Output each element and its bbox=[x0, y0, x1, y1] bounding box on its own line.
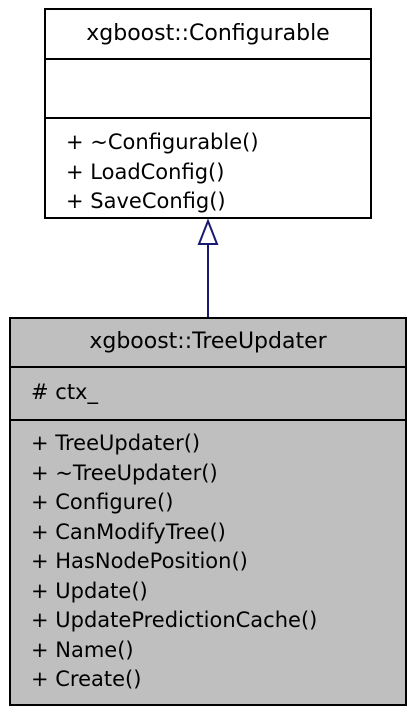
operation-item: + ~TreeUpdater() bbox=[31, 460, 218, 485]
class-box-configurable[interactable]: xgboost::Configurable + ~Configurable() … bbox=[44, 8, 372, 219]
attribute-item: # ctx_ bbox=[31, 380, 98, 404]
operation-item: + Configure() bbox=[31, 490, 174, 514]
inheritance-arrowhead bbox=[197, 218, 219, 245]
class-name-compartment: xgboost::Configurable bbox=[46, 10, 370, 60]
attributes-compartment: # ctx_ bbox=[11, 368, 405, 421]
operation-item: + TreeUpdater() bbox=[31, 431, 201, 455]
operation-item: + HasNodePosition() bbox=[31, 549, 248, 573]
class-name: xgboost::Configurable bbox=[86, 21, 330, 46]
operations-compartment: + ~Configurable() + LoadConfig() + SaveC… bbox=[46, 119, 370, 217]
operation-item: + ~Configurable() bbox=[66, 130, 259, 154]
class-name: xgboost::TreeUpdater bbox=[89, 329, 327, 354]
class-box-treeupdater[interactable]: xgboost::TreeUpdater # ctx_ + TreeUpdate… bbox=[9, 317, 407, 706]
attributes-compartment bbox=[46, 60, 370, 119]
operations-compartment: + TreeUpdater() + ~TreeUpdater() + Confi… bbox=[11, 421, 405, 695]
operation-item: + SaveConfig() bbox=[66, 189, 226, 213]
operation-item: + CanModifyTree() bbox=[31, 519, 226, 544]
operation-item: + Update() bbox=[31, 578, 148, 603]
operation-item: + Create() bbox=[31, 667, 142, 691]
class-name-compartment: xgboost::TreeUpdater bbox=[11, 319, 405, 368]
operation-item: + LoadConfig() bbox=[66, 159, 225, 184]
operation-item: + UpdatePredictionCache() bbox=[31, 608, 318, 632]
operation-item: + Name() bbox=[31, 637, 134, 662]
